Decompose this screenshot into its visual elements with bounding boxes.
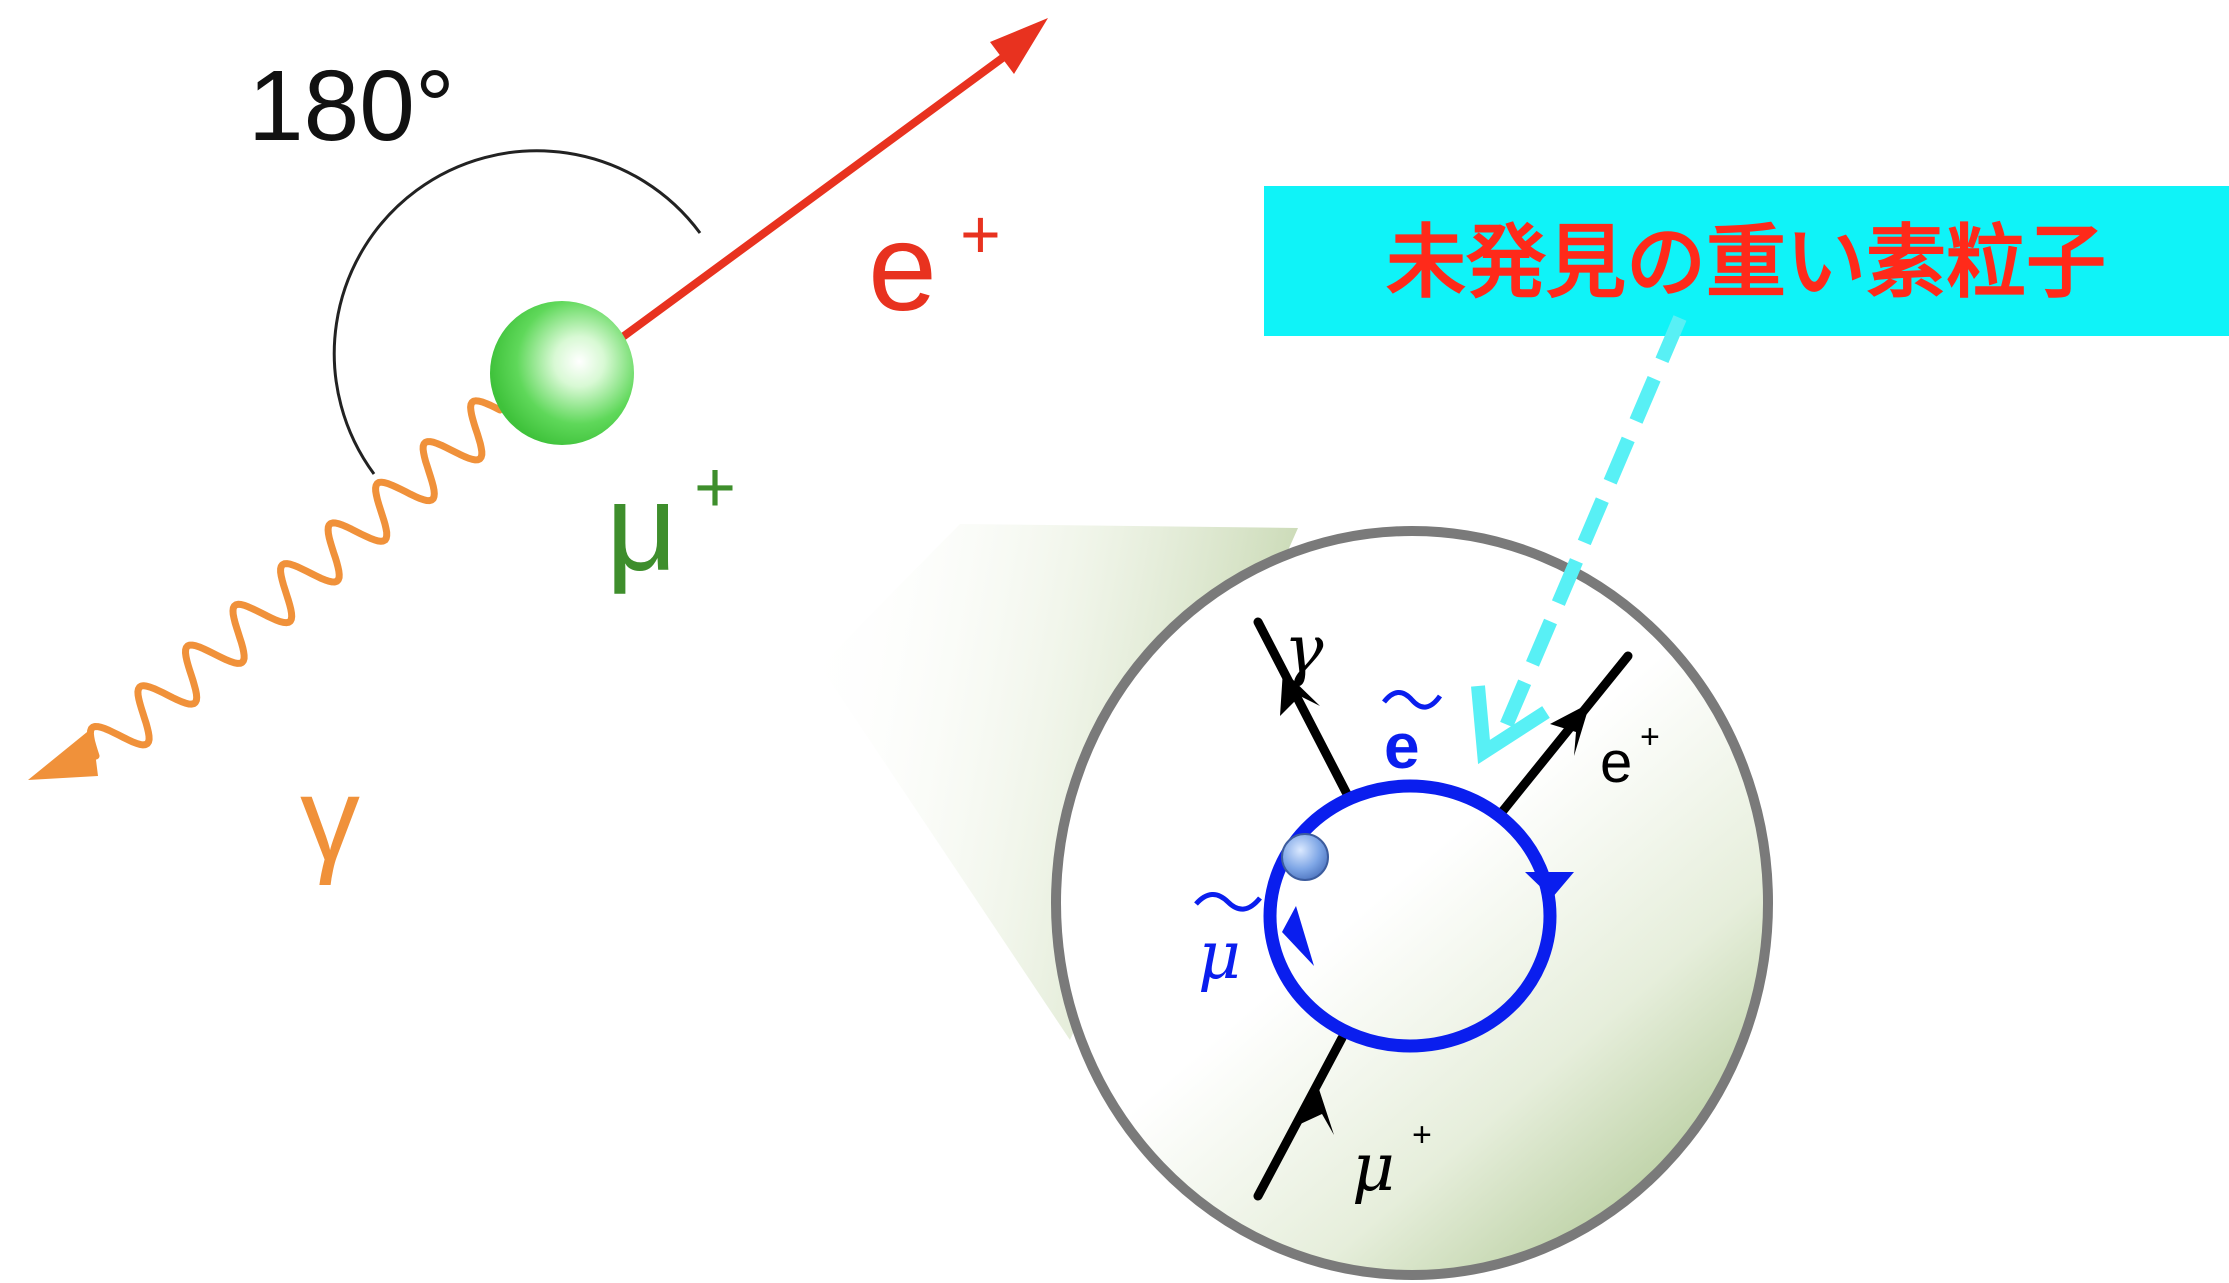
angle-arc [332,149,702,475]
smuon-tilde [1194,892,1262,912]
feynman-photon-label: γ [1284,611,1324,688]
loop-arrow-left-icon [1282,906,1314,966]
red-arrow-icon [990,18,1048,74]
selectron-label: e [1384,710,1420,782]
photon-label: γ [300,752,360,886]
positron-label: e [868,199,937,337]
dashed-arrow-icon [1493,315,1687,743]
positron-line-arrow-icon [1550,703,1590,756]
photon-line-arrow-icon [1280,670,1320,716]
callout-text: 未発見の重い素粒子 [1386,216,2106,309]
green-ball-icon [490,301,634,445]
loop-arrow-right-icon [1525,872,1574,898]
loop-circle [1263,779,1557,1053]
feynman-muon-label: μ [1352,1129,1395,1206]
muon-arrow-icon [1296,1080,1334,1135]
photon-track [28,397,504,780]
dashed-arrowhead-icon [1471,685,1550,765]
muon-label: μ [606,459,677,597]
feynman-positron-label: e [1600,730,1632,795]
wavy-photon-icon [86,397,504,760]
smuon-label: μ [1198,917,1241,994]
angle-label: 180° [248,50,455,162]
outgoing-photon-line [1253,617,1353,801]
callout-banner [1264,186,2229,336]
positron-charge: + [960,195,1001,273]
muon-charge: + [694,448,736,528]
callout-pointer [1471,315,1687,765]
feynman-muon-charge: + [1412,1116,1432,1154]
feynman-diagram [1253,617,1633,1201]
magnifier-lens-icon [1051,526,1773,1280]
positron-track [620,18,1048,340]
selectron-tilde [1382,690,1443,710]
feynman-positron-charge: + [1640,718,1660,756]
outgoing-positron-line [1497,651,1633,817]
vertex-dot-icon [1281,833,1329,881]
photon-arrowhead-icon [28,728,98,780]
